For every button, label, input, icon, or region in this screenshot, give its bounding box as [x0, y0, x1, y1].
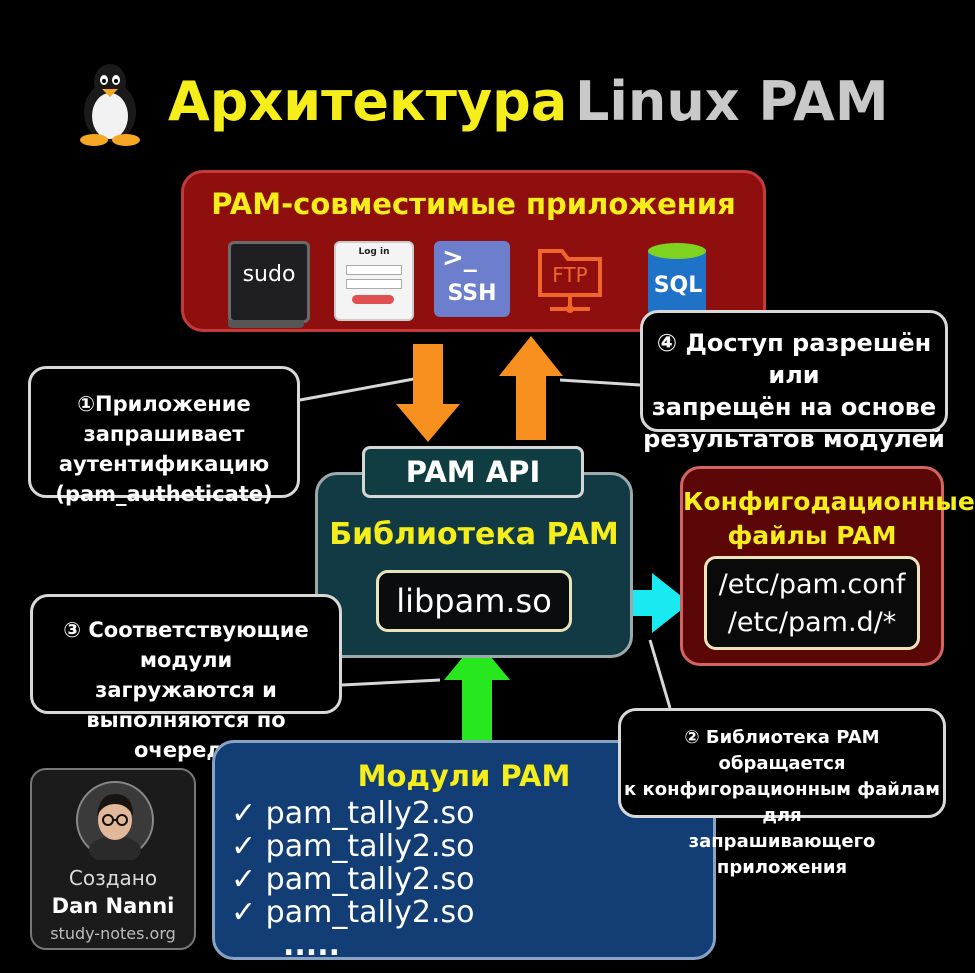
- pam-modules-box: Модули PAM ✓ pam_tally2.so ✓ pam_tally2.…: [212, 740, 716, 962]
- login-form-label: Log in: [358, 247, 390, 257]
- pam-modules-header: Модули PAM: [357, 759, 571, 793]
- module-item: ✓ pam_tally2.so: [231, 895, 475, 930]
- callout-step3: ③ Соответствующие модули загружаются и в…: [30, 594, 342, 762]
- sudo-label: sudo: [242, 262, 296, 287]
- callout-step2-line2: к конфигорационным файлам для: [624, 779, 940, 826]
- title-part-architecture: Архитектура: [168, 70, 568, 133]
- module-more-ellipsis: .....: [283, 928, 340, 963]
- config-file-pam-d: /etc/pam.d/*: [727, 607, 897, 638]
- config-file-pam-conf: /etc/pam.conf: [718, 569, 906, 600]
- ssh-icon: >_ SSH: [434, 241, 510, 317]
- module-item: ✓ pam_tally2.so: [231, 796, 475, 831]
- callout-step3-line2: загружаются и: [95, 678, 277, 702]
- callout-step1-line1: ①Приложение запрашивает: [77, 392, 251, 446]
- author-name: Dan Nanni: [51, 894, 175, 918]
- sudo-terminal-icon: sudo: [228, 241, 310, 328]
- pam-config-header-line1: Конфигодационные: [683, 487, 975, 516]
- module-item: ✓ pam_tally2.so: [231, 862, 475, 897]
- callout-step2-line1: ② Библиотека PAM обращается: [684, 727, 880, 774]
- author-created-label: Создано: [68, 866, 158, 890]
- pam-library-header: Библиотека PAM: [329, 517, 619, 552]
- pam-modules-list: ✓ pam_tally2.so ✓ pam_tally2.so ✓ pam_ta…: [231, 797, 475, 962]
- callout-step2-line3: запрашивающего приложения: [688, 831, 876, 878]
- libpam-so-file: libpam.so: [376, 570, 572, 632]
- callout-pointer-step1: [299, 374, 431, 402]
- callout-step1-line2: аутентификацию: [58, 452, 270, 476]
- pam-config-files: /etc/pam.conf /etc/pam.d/*: [704, 556, 920, 650]
- login-form-icon: Log in: [334, 241, 414, 321]
- pam-config-header-line2: файлы PAM: [727, 521, 897, 550]
- pam-apps-header: PAM-совместимые приложения: [211, 187, 736, 221]
- callout-step4-line2: запрещён на основе: [651, 393, 937, 421]
- module-item: ✓ pam_tally2.so: [231, 829, 475, 864]
- callout-step4-line3: результатов модулей: [643, 425, 945, 453]
- pam-apps-box: PAM-совместимые приложения sudo Log in >…: [181, 170, 766, 332]
- callout-pointer-step4: [559, 378, 641, 387]
- pam-api-box: PAM API: [362, 446, 584, 498]
- callout-step1-line3: (pam_autheticate): [55, 482, 273, 506]
- orange-down-arrow: [396, 344, 460, 442]
- callout-step1: ①Приложение запрашивает аутентификацию (…: [28, 366, 300, 506]
- sql-database-icon: SQL: [640, 241, 716, 317]
- callout-pointer-step3: [341, 678, 441, 687]
- orange-up-arrow: [499, 336, 563, 440]
- page-title: Архитектура Linux PAM: [80, 58, 960, 148]
- callout-step4: ④ Доступ разрешён или запрещён на основе…: [640, 310, 948, 453]
- callout-step2: ② Библиотека PAM обращается к конфигорац…: [618, 708, 946, 878]
- callout-step4-line1: ④ Доступ разрешён или: [656, 329, 932, 389]
- pam-config-header: Конфигодационные файлы PAM: [683, 485, 975, 553]
- ftp-label: FTP: [552, 263, 588, 287]
- author-avatar: [76, 781, 154, 860]
- callout-step3-line1: ③ Соответствующие модули: [63, 618, 309, 672]
- callout-pointer-step2: [648, 639, 672, 709]
- sql-label: SQL: [653, 273, 703, 298]
- tux-penguin-icon: [80, 64, 140, 146]
- title-part-linux-pam: Linux PAM: [575, 70, 889, 133]
- ftp-icon: FTP: [536, 241, 612, 317]
- author-card: Создано Dan Nanni study-notes.org: [30, 768, 196, 950]
- ssh-label: SSH: [447, 281, 497, 306]
- author-site: study-notes.org: [50, 924, 176, 943]
